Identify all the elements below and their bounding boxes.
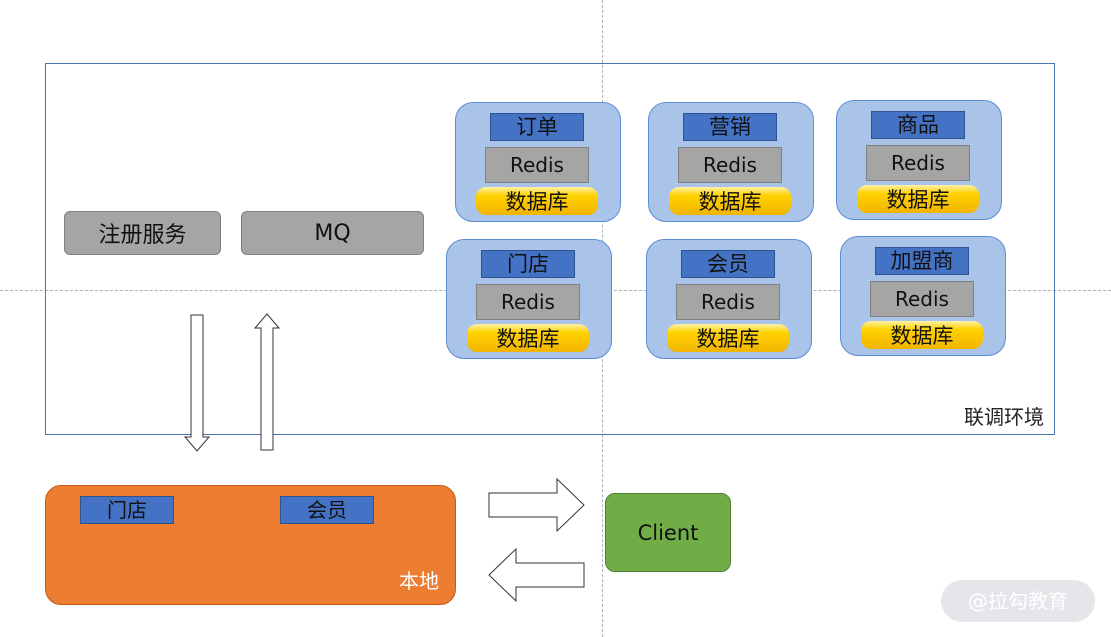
redis-box: Redis: [870, 281, 974, 317]
database-cylinder: 数据库: [861, 321, 983, 349]
service-marketing: 营销 Redis 数据库: [648, 102, 814, 222]
watermark: @拉勾教育: [941, 580, 1095, 622]
local-environment: 门店 会员 本地: [45, 485, 456, 605]
left-arrow-client-to-local: [488, 547, 585, 603]
redis-box: Redis: [485, 147, 589, 183]
client-label: Client: [637, 520, 699, 545]
service-name: 会员: [681, 250, 775, 278]
redis-box: Redis: [476, 284, 580, 320]
redis-box: Redis: [678, 147, 782, 183]
service-member: 会员 Redis 数据库: [646, 239, 812, 359]
service-name: 门店: [481, 250, 575, 278]
redis-box: Redis: [676, 284, 780, 320]
database-cylinder: 数据库: [467, 324, 589, 352]
service-name: 加盟商: [875, 247, 969, 275]
local-label: 本地: [399, 569, 439, 593]
service-product: 商品 Redis 数据库: [836, 100, 1002, 220]
database-cylinder: 数据库: [669, 187, 791, 215]
mq-label: MQ: [314, 220, 351, 246]
service-franchisee: 加盟商 Redis 数据库: [840, 236, 1006, 356]
registry-service-label: 注册服务: [98, 223, 187, 248]
service-name: 营销: [683, 113, 777, 141]
database-cylinder: 数据库: [476, 187, 598, 215]
service-store: 门店 Redis 数据库: [446, 239, 612, 359]
redis-box: Redis: [866, 145, 970, 181]
environment-label: 联调环境: [964, 405, 1044, 429]
database-cylinder: 数据库: [667, 324, 789, 352]
local-service-member: 会员: [280, 496, 374, 524]
registry-service-box: 注册服务: [64, 211, 221, 255]
right-arrow-local-to-client: [488, 477, 585, 533]
service-name: 订单: [490, 113, 584, 141]
mq-box: MQ: [241, 211, 424, 255]
down-arrow-registry-to-local: [183, 314, 211, 452]
local-service-store: 门店: [80, 496, 174, 524]
service-order: 订单 Redis 数据库: [455, 102, 621, 222]
up-arrow-local-to-mq: [253, 313, 281, 451]
joint-debug-environment: 联调环境: [45, 63, 1055, 435]
database-cylinder: 数据库: [857, 185, 979, 213]
client-box: Client: [605, 493, 731, 572]
service-name: 商品: [871, 111, 965, 139]
